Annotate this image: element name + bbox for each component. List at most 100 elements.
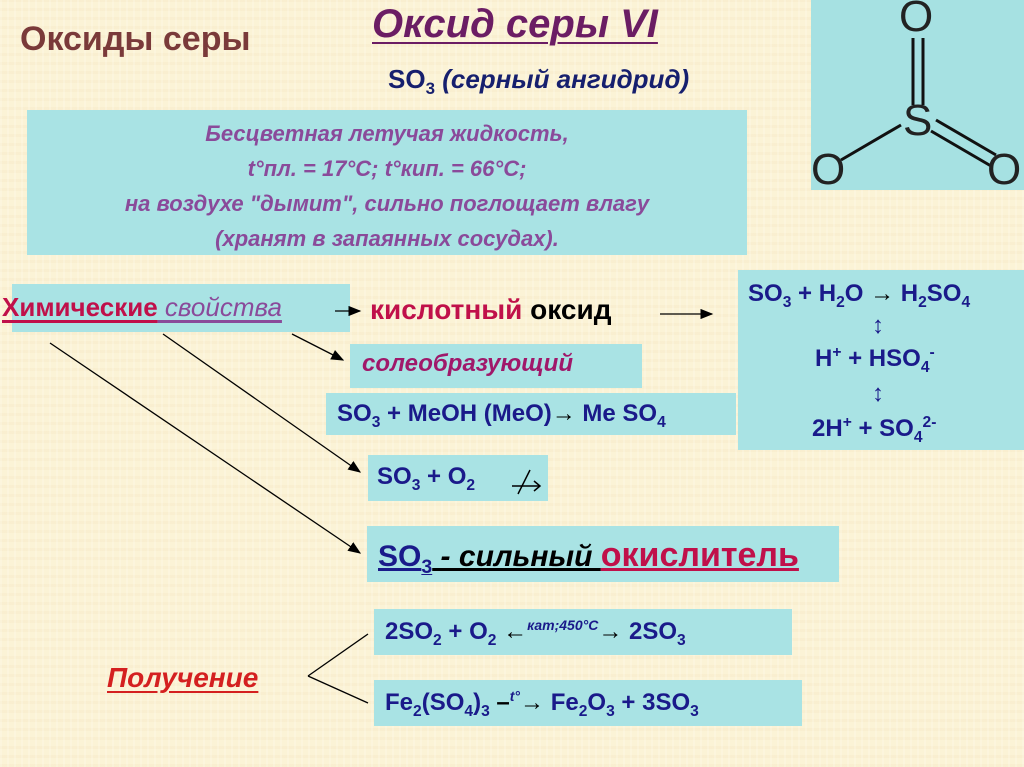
w2-b-sup: - xyxy=(929,344,935,361)
water-line-1: SO3 + H2O → H2SO4 xyxy=(748,280,970,312)
ox-b: - сильный xyxy=(432,540,601,573)
or1-arrow-left: ← xyxy=(503,618,528,645)
arrow-to-salt xyxy=(291,333,345,361)
formula-sub: 3 xyxy=(425,79,435,99)
equilibrium-icon-1: ↕ xyxy=(872,312,884,339)
obtaining-reaction-2: Fe2(SO4)3 –t°→ Fe2O3 + 3SO3 xyxy=(385,688,699,721)
w3-a-sup: + xyxy=(842,414,852,431)
w3-b: + SO xyxy=(851,415,914,442)
w1-a: SO xyxy=(748,280,783,307)
ro-b: + O xyxy=(420,463,467,490)
reaction-oxygen: SO3 + O2 xyxy=(377,463,475,495)
or2-f-sub: 3 xyxy=(690,702,699,720)
w1-e: SO xyxy=(926,280,962,307)
w2-b-sub: 4 xyxy=(920,358,930,376)
arrow-to-oxidizer xyxy=(49,342,362,554)
salt-forming-box xyxy=(350,344,642,388)
obtaining-reaction-1: 2SO2 + O2 ←кат;450°С→ 2SO3 xyxy=(385,617,686,650)
physical-properties: Бесцветная летучая жидкость, t°пл. = 17°… xyxy=(27,110,747,255)
ox-c: окислитель xyxy=(600,536,799,574)
or1-a: 2SO xyxy=(385,618,434,645)
prop-line-3: на воздухе "дымит", сильно поглощает вла… xyxy=(124,191,650,216)
obtaining-reaction-1-box xyxy=(374,609,792,655)
or1-arrow-right: → xyxy=(598,618,623,645)
or2-d: Fe xyxy=(544,689,579,716)
w1-b-sub: 2 xyxy=(836,293,845,311)
obtaining-branch-2 xyxy=(307,675,369,704)
w3-a: 2H xyxy=(812,415,843,442)
so3-structure: O S O O xyxy=(811,0,1024,194)
ro-a: SO xyxy=(377,463,412,490)
equilibrium-icon-2: ↕ xyxy=(872,380,884,407)
or2-e: O xyxy=(587,689,607,716)
or1-b-sub: 2 xyxy=(487,631,497,649)
or2-b-sub: 4 xyxy=(464,702,474,720)
chem-props-label-box xyxy=(12,284,350,332)
w1-d: H xyxy=(894,280,919,307)
or2-a-sub: 2 xyxy=(413,702,422,720)
main-title: Оксид серы VI xyxy=(372,2,658,46)
or2-dash: – xyxy=(489,689,510,716)
or2-b: (SO xyxy=(421,689,465,716)
acidic-part2: оксид xyxy=(522,294,612,325)
chem-label-part1: Химические xyxy=(2,292,158,322)
or2-e-sub: 3 xyxy=(606,702,615,720)
reaction-base: SO3 + MeOH (MeO)→ Me SO4 xyxy=(337,400,666,432)
atom-o-top: O xyxy=(899,0,934,41)
or1-cond: кат;450°С xyxy=(527,617,599,633)
prop-line-4: (хранят в запаянных сосудах). xyxy=(215,226,559,251)
rb-b: + MeOH (MeO) xyxy=(380,400,552,427)
prop-line-1: Бесцветная летучая жидкость, xyxy=(205,121,569,146)
w2-a: H xyxy=(815,345,833,372)
or2-a: Fe xyxy=(385,689,414,716)
prop-line-2: t°пл. = 17°С; t°кип. = 66°С; xyxy=(247,156,527,181)
arrow-to-oxygen xyxy=(162,333,362,473)
or2-c: ) xyxy=(473,689,482,716)
atom-o-right: O xyxy=(987,145,1022,194)
rb-a: SO xyxy=(337,400,372,427)
or1-c: 2SO xyxy=(622,618,678,645)
formula-so: SO xyxy=(388,64,426,94)
or2-d-sub: 2 xyxy=(578,702,588,720)
rb-c-sub: 4 xyxy=(657,413,666,431)
obtaining-reaction-2-box xyxy=(374,680,802,726)
atom-o-left: O xyxy=(811,145,846,194)
w1-a-sub: 3 xyxy=(782,293,792,311)
or1-b: + O xyxy=(441,618,488,645)
chem-label-part2: свойства xyxy=(157,292,282,322)
chem-props-label: Химические свойства xyxy=(2,292,282,323)
w2-b: + HSO xyxy=(841,345,921,372)
w2-a-sup: + xyxy=(832,344,842,361)
water-reaction-box xyxy=(738,270,1024,450)
acidic-part1: кислотный xyxy=(370,294,523,325)
w1-c: O xyxy=(844,280,871,307)
w1-e-sub: 4 xyxy=(961,293,971,311)
ro-a-sub: 3 xyxy=(411,476,421,494)
water-line-2: H+ + HSO4- xyxy=(815,344,935,377)
left-title: Оксиды серы xyxy=(20,20,251,58)
formula-name: (серный ангидрид) xyxy=(434,64,690,94)
w3-b-sub: 4 xyxy=(913,428,923,446)
or1-a-sub: 2 xyxy=(433,631,442,649)
w1-d-sub: 2 xyxy=(918,293,927,311)
or2-arrow: → xyxy=(520,689,545,716)
or2-c-sub: 3 xyxy=(481,702,490,720)
obtaining-label: Получение xyxy=(107,662,259,693)
salt-forming: солеобразующий xyxy=(362,350,573,377)
main-formula: SO3 (серный ангидрид) xyxy=(388,64,689,99)
or1-c-sub: 3 xyxy=(677,631,686,649)
w1-arrow: → xyxy=(870,280,895,307)
obtaining-branch-1 xyxy=(307,633,369,677)
acidic-oxide: кислотный оксид xyxy=(370,294,611,326)
ro-b-sub: 2 xyxy=(466,476,476,494)
rb-arrow: → xyxy=(551,400,576,427)
w1-b: + H xyxy=(791,280,837,307)
ox-a-sub: 3 xyxy=(421,556,433,578)
reaction-base-box xyxy=(326,393,736,435)
oxidizer: SO3 - сильный окислитель xyxy=(378,536,799,579)
oxidizer-box xyxy=(367,526,839,582)
w3-b-sup: 2- xyxy=(922,414,937,431)
